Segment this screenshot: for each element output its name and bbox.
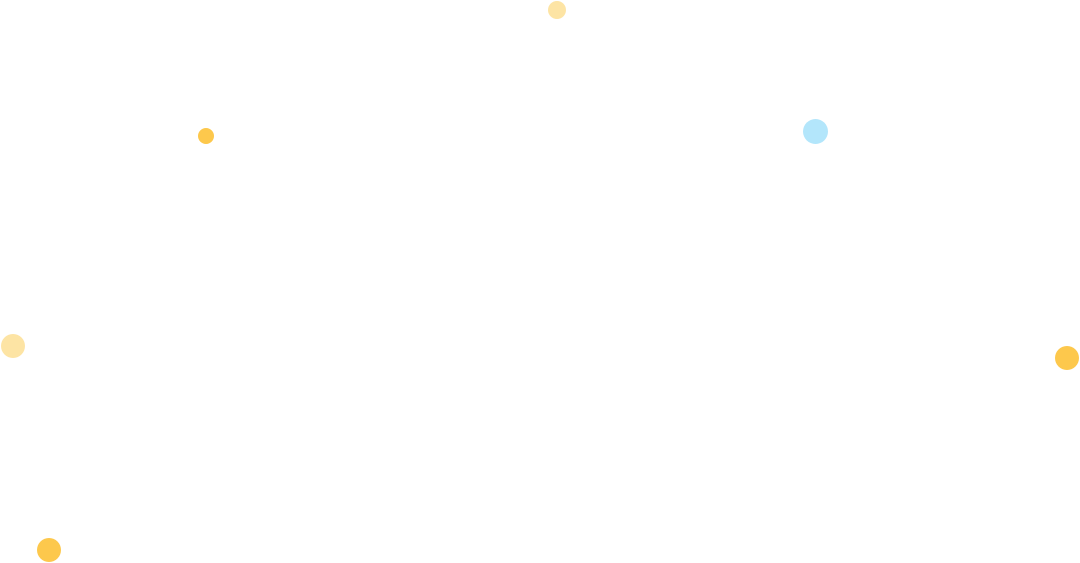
decorative-dot (1, 334, 25, 358)
decorative-dot (803, 119, 828, 144)
decorative-dot (198, 128, 214, 144)
decorative-dot (548, 1, 566, 19)
decorative-dot (37, 538, 61, 562)
decorative-dot (1055, 346, 1079, 370)
